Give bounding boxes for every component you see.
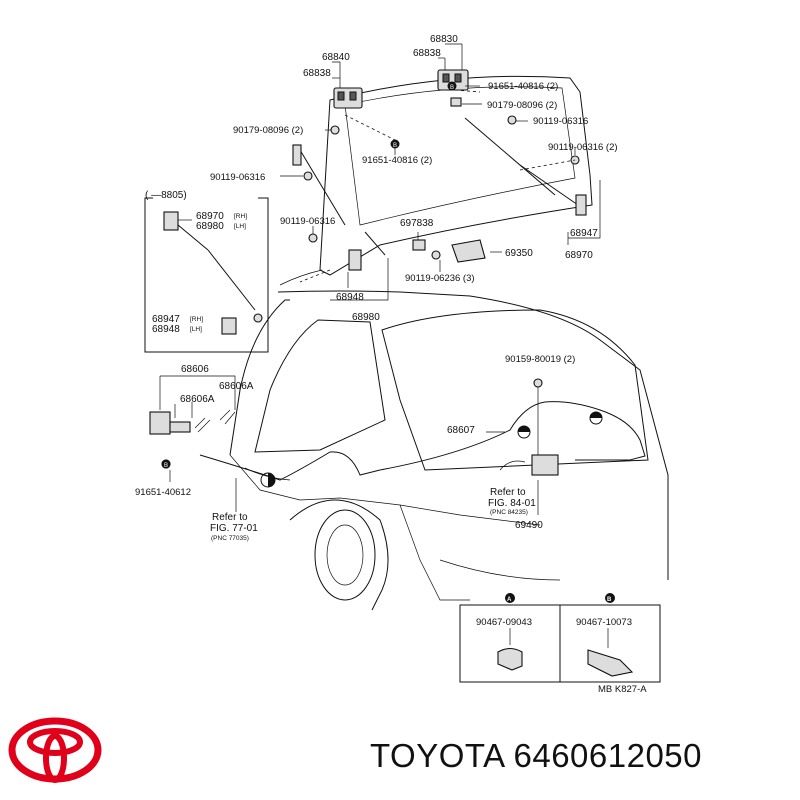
box-a-mark: A: [507, 597, 512, 603]
label-91651-40816-mid: 91651-40816 (2): [362, 155, 432, 166]
marker-b-2: B: [393, 143, 397, 149]
label-68947-right: 68947: [570, 228, 598, 239]
label-68606A-right: 68606A: [219, 381, 254, 392]
gas-struts: [292, 117, 587, 271]
label-90159-80019: 90159-80019 (2): [505, 354, 575, 365]
label-rh-2: [RH]: [190, 316, 203, 323]
label-68947-rh: 68947: [152, 314, 180, 325]
label-68970-right: 68970: [565, 250, 593, 261]
refer-text-2c: (PNC 84235): [490, 509, 528, 516]
label-68838-left: 68838: [303, 68, 331, 79]
label-90179-08096-left: 90179-08096 (2): [233, 125, 303, 136]
label-90179-08096-right: 90179-08096 (2): [487, 100, 557, 111]
refer-text-2b: FIG. 84-01: [488, 498, 536, 509]
box-b-mark: B: [607, 597, 612, 603]
marker-b-1: B: [450, 85, 454, 91]
strut-detail-box: [144, 197, 269, 353]
brand-caption: TOYOTA 6460612050: [370, 737, 702, 775]
leader-lines: [280, 43, 601, 301]
label-68948-lh: 68948: [152, 324, 180, 335]
label-91651-40612: 91651-40612: [135, 487, 191, 498]
box-a-part: 90467-09043: [476, 617, 532, 628]
box-b-part: 90467-10073: [576, 617, 632, 628]
marker-b-3: B: [164, 463, 168, 469]
part-labels: 68830 68840 68838 68838 91651-40816 (2) …: [135, 34, 647, 695]
car-body: [229, 290, 669, 611]
upper-hinges: [303, 69, 580, 181]
label-68830: 68830: [430, 34, 458, 45]
refer-text-1c: (PNC 77035): [211, 535, 249, 542]
label-697838: 697838: [400, 218, 434, 229]
refer-text-2a: Refer to: [490, 487, 526, 498]
label-68606A-left: 68606A: [180, 394, 215, 405]
label-90119-06316-2: 90119-06316 (2): [548, 142, 618, 153]
label-68838-right: 68838: [413, 48, 441, 59]
label-68970-rh: 68970: [196, 211, 224, 222]
label-90119-06316-left: 90119-06316: [210, 172, 265, 183]
label-rh-1: [RH]: [234, 213, 247, 220]
label-68948: 68948: [336, 292, 364, 303]
label-90119-06236: 90119-06236 (3): [405, 273, 475, 284]
label-68606: 68606: [181, 364, 209, 375]
label-69350: 69350: [505, 248, 533, 259]
label-90119-06316-mid: 90119-06316: [280, 216, 335, 227]
label-68980-lh: 68980: [196, 221, 224, 232]
label-8805: ( —8805): [145, 190, 187, 201]
label-91651-40816-top: 91651-40816 (2): [488, 81, 558, 92]
refer-text-1b: FIG. 77-01: [210, 523, 258, 534]
label-69490: 69490: [515, 520, 543, 531]
label-lh-2: [LH]: [190, 326, 202, 333]
toyota-logo-icon: [8, 717, 102, 783]
label-68980: 68980: [352, 312, 380, 323]
part-number: 6460612050: [513, 737, 703, 774]
detail-boxes: [459, 593, 661, 683]
release-cable: [149, 375, 646, 515]
figure-code: MB K827-A: [598, 684, 647, 695]
label-68607: 68607: [447, 425, 475, 436]
dashed-leaders: [299, 89, 576, 283]
label-68840: 68840: [322, 52, 350, 63]
label-90119-06316-right: 90119-06316: [533, 116, 588, 127]
label-lh-1: [LH]: [234, 223, 246, 230]
brand-name: TOYOTA: [370, 737, 504, 774]
refer-text-1a: Refer to: [212, 512, 248, 523]
b-markers: B B B: [161, 81, 457, 469]
